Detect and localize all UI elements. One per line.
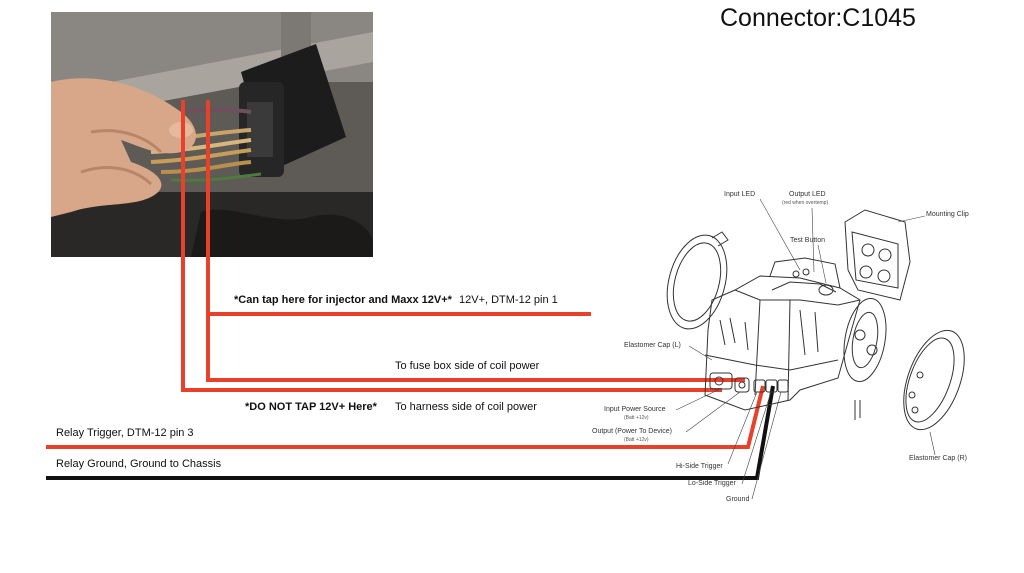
input-power-source-label: Input Power Source [604, 406, 666, 413]
tap-here-label: *Can tap here for injector and Maxx 12V+… [234, 294, 452, 306]
output-power-label: Output (Power To Device) [592, 428, 673, 435]
lo-side-trigger-label: Lo-Side Trigger [688, 480, 736, 487]
input-power-note: (Batt +12v) [624, 415, 649, 421]
ground-label: Ground [726, 496, 750, 503]
mounting-clip-label: Mounting Clip [926, 211, 969, 218]
connector-title: Connector:C1045 [720, 4, 916, 32]
harness-label: To harness side of coil power [395, 401, 537, 413]
leader-lines [675, 198, 936, 500]
mounting-clip [844, 209, 911, 301]
fuse-box-label: To fuse box side of coil power [395, 360, 540, 372]
relay-ground-label: Relay Ground, Ground to Chassis [56, 458, 222, 470]
output-led-label: Output LED [789, 191, 826, 198]
elastomer-cap-r-label: Elastomer Cap (R) [909, 455, 967, 462]
input-led-label: Input LED [724, 191, 756, 198]
fuse-box-wire [206, 100, 745, 382]
dtm-pin1-label: 12V+, DTM-12 pin 1 [459, 294, 558, 306]
relay-device-drawing [666, 209, 965, 431]
elastomer-cap-right [903, 329, 965, 431]
elastomer-cap-l-label: Elastomer Cap (L) [624, 342, 681, 349]
output-power-note: (Batt +12v) [624, 437, 649, 443]
do-not-tap-label: *DO NOT TAP 12V+ Here* [245, 401, 377, 413]
relay-trigger-label: Relay Trigger, DTM-12 pin 3 [56, 427, 194, 439]
elastomer-cap-left [666, 231, 729, 330]
relay-trigger-wire [46, 385, 765, 449]
relay-ground-wire [46, 385, 775, 480]
hi-side-trigger-label: Hi-Side Trigger [676, 463, 723, 470]
connector-photo [51, 12, 373, 257]
output-led-note: (red when overtemp) [782, 200, 829, 206]
harness-wire [181, 100, 722, 392]
power-wires [46, 100, 765, 449]
test-button-label: Test Button [790, 237, 826, 244]
